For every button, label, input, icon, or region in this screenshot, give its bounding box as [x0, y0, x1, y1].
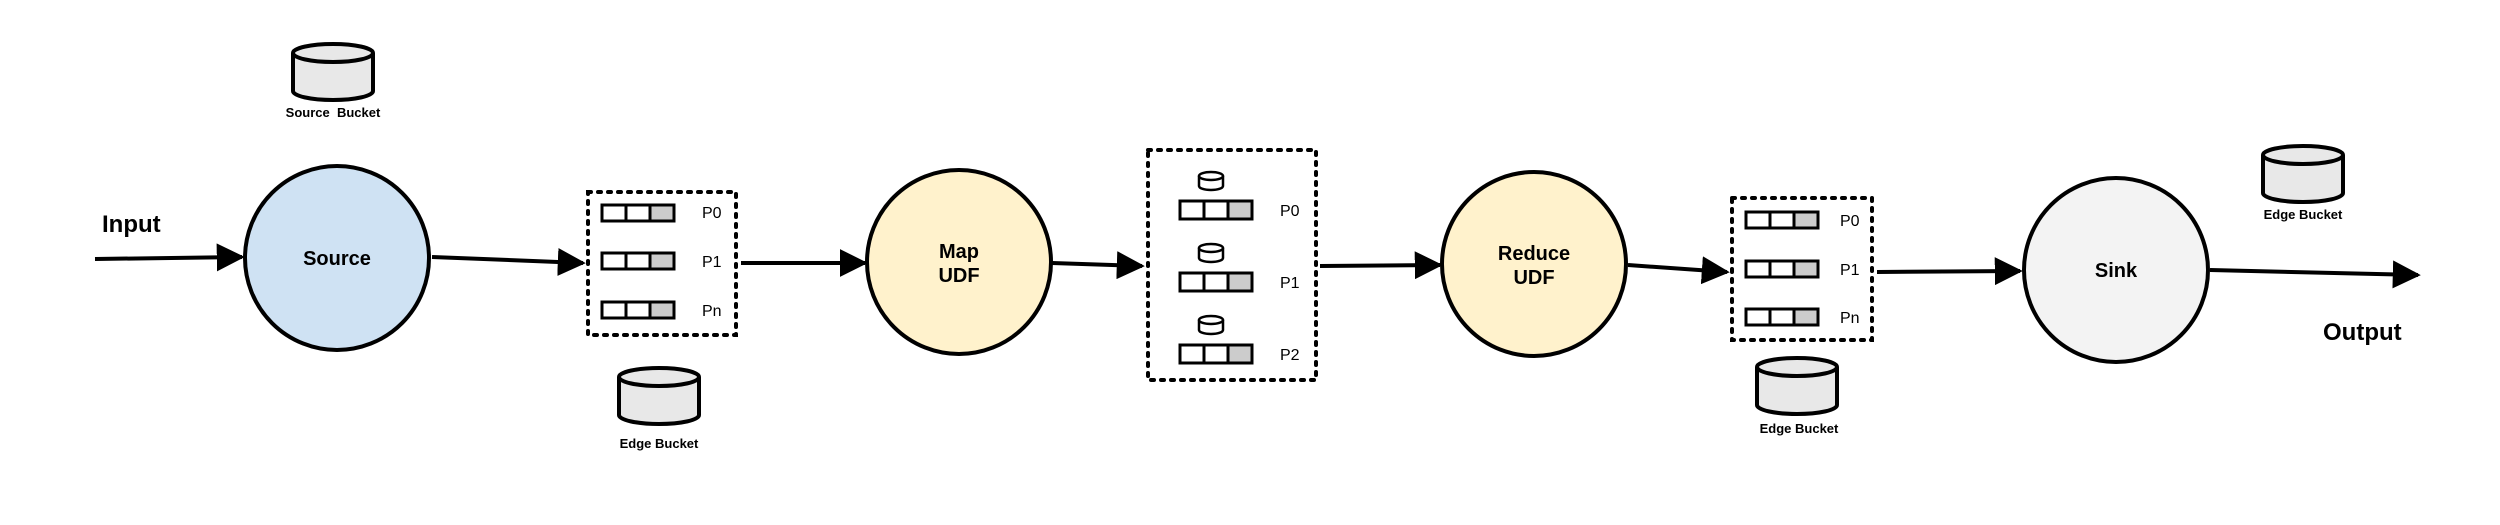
edges — [94, 243, 2421, 289]
map-label-line1: Map — [939, 241, 979, 263]
partition-queue — [1178, 271, 1254, 293]
node-source: Source — [243, 164, 431, 352]
bucket-cylinder-icon — [2261, 144, 2345, 204]
partition-queue — [600, 300, 676, 320]
cylinder-icon — [1197, 242, 1225, 264]
buffer-3-border — [1730, 196, 1874, 342]
partition-queue — [600, 251, 676, 271]
edge-buffer3-to-sink — [1876, 257, 2023, 286]
bucket-cylinder-icon — [1755, 356, 1839, 416]
node-sink: Sink — [2022, 176, 2210, 364]
partition-label: P0 — [1280, 203, 1300, 220]
map-circle — [865, 168, 1053, 356]
node-map-udf: Map UDF — [865, 168, 1053, 356]
partition-label: P0 — [702, 205, 722, 222]
edge-input-to-source — [94, 243, 245, 272]
input-label: Input — [102, 211, 161, 238]
partition-label: P1 — [702, 254, 722, 271]
source-label: Source — [303, 248, 371, 270]
sink-label: Sink — [2095, 260, 2138, 282]
edge-bucket-2-label: Edge Bucket — [1760, 421, 1839, 436]
partition-label: Pn — [1840, 310, 1860, 327]
bucket-cylinder-icon — [617, 366, 701, 426]
sink-circle — [2022, 176, 2210, 364]
reduce-label-line2: UDF — [1513, 267, 1554, 289]
edge-bucket-2: Edge Bucket — [1755, 356, 1839, 436]
edge-bucket-1-label: Edge Bucket — [620, 436, 699, 451]
partition-queue — [1744, 259, 1820, 279]
partition-queue — [1744, 307, 1820, 327]
edge-bucket-3: Edge Bucket — [2261, 144, 2345, 222]
node-reduce-udf: Reduce UDF — [1440, 170, 1628, 358]
partition-label: P2 — [1280, 347, 1300, 364]
partition-queue — [600, 203, 676, 223]
bucket-cylinder-icon — [291, 42, 375, 102]
source-bucket-label: Source Bucket — [286, 105, 381, 120]
edge-sink-to-output — [2209, 260, 2421, 289]
edge-reduce-to-buffer3 — [1627, 256, 1730, 285]
partition-label: P0 — [1840, 213, 1860, 230]
partition-queue — [1178, 199, 1254, 221]
partition-label: Pn — [702, 303, 722, 320]
reduce-circle — [1440, 170, 1628, 358]
partition-queue — [1744, 210, 1820, 230]
buffer-1-border — [586, 190, 738, 337]
cylinder-icon — [1197, 170, 1225, 192]
edge-buffer2-to-reduce — [1319, 251, 1443, 280]
edge-source-to-buffer1 — [431, 248, 586, 276]
partition-label: P1 — [1840, 262, 1860, 279]
reduce-label-line1: Reduce — [1498, 243, 1570, 265]
output-label: Output — [2323, 319, 2402, 346]
source-bucket: Source Bucket — [286, 42, 381, 120]
partition-label: P1 — [1280, 275, 1300, 292]
edge-bucket-1: Edge Bucket — [617, 366, 701, 451]
buffer-1: P0 P1 Pn — [586, 190, 738, 337]
buffer-3: P0 P1 Pn — [1730, 196, 1874, 342]
edge-map-to-buffer2 — [1051, 251, 1145, 280]
buffer-2: P0 P1 P2 — [1146, 148, 1318, 382]
partition-queue — [1178, 343, 1254, 365]
buffer-2-border — [1146, 148, 1318, 382]
map-label-line2: UDF — [938, 265, 979, 287]
cylinder-icon — [1197, 314, 1225, 336]
edge-bucket-3-label: Edge Bucket — [2264, 207, 2343, 222]
source-circle — [243, 164, 431, 352]
